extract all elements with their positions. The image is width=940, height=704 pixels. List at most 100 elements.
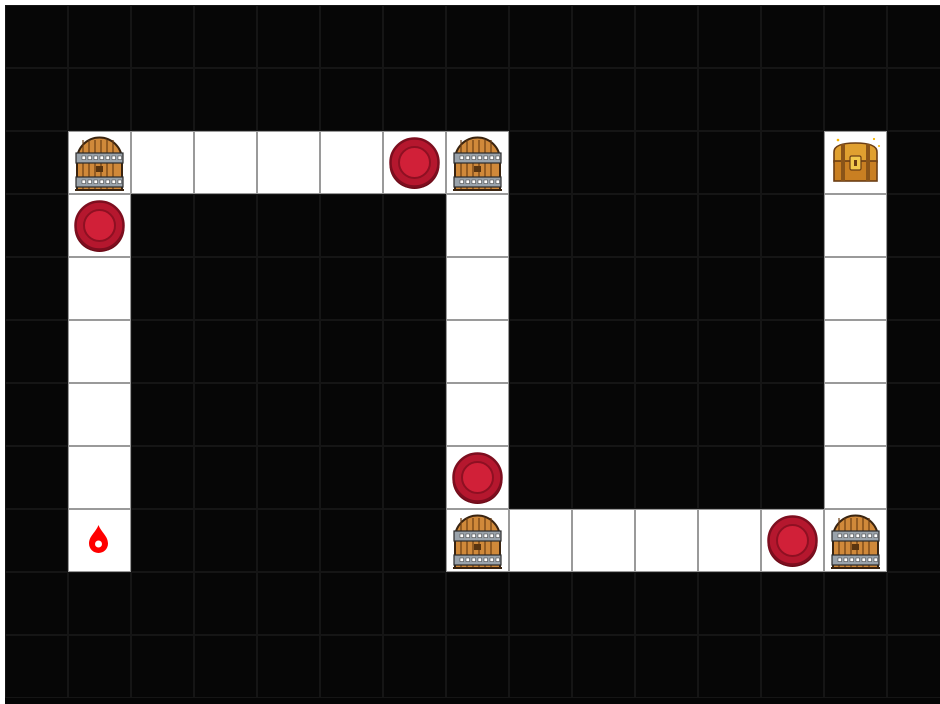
path-tile[interactable] — [824, 257, 887, 320]
path-tile[interactable] — [824, 383, 887, 446]
path-tile[interactable] — [446, 131, 509, 194]
wall-tile — [383, 194, 446, 257]
wall-tile — [635, 572, 698, 635]
wall-tile — [509, 635, 572, 698]
wall-tile — [446, 68, 509, 131]
wall-tile — [761, 131, 824, 194]
wall-tile — [698, 68, 761, 131]
red-token-icon — [447, 447, 508, 508]
path-tile[interactable] — [572, 509, 635, 572]
door-icon — [447, 132, 508, 193]
path-tile[interactable] — [257, 131, 320, 194]
path-tile[interactable] — [194, 131, 257, 194]
wall-tile — [257, 194, 320, 257]
wall-tile — [257, 446, 320, 509]
red-token-icon[interactable] — [69, 195, 130, 256]
path-tile[interactable] — [446, 383, 509, 446]
path-tile[interactable] — [824, 509, 887, 572]
path-tile[interactable] — [68, 131, 131, 194]
wall-tile — [383, 509, 446, 572]
red-token-icon[interactable] — [384, 132, 445, 193]
wall-tile — [572, 68, 635, 131]
wall-tile — [572, 635, 635, 698]
wall-tile — [509, 131, 572, 194]
wall-tile — [887, 509, 940, 572]
path-tile[interactable] — [761, 509, 824, 572]
wall-tile — [383, 68, 446, 131]
game-board — [5, 5, 940, 704]
door-icon[interactable] — [69, 132, 130, 193]
treasure-chest-icon[interactable] — [825, 132, 886, 193]
door-icon — [69, 132, 130, 193]
wall-tile — [194, 509, 257, 572]
wall-tile — [194, 572, 257, 635]
path-tile[interactable] — [383, 131, 446, 194]
wall-tile — [635, 68, 698, 131]
location-marker-icon[interactable] — [69, 510, 130, 571]
wall-tile — [257, 320, 320, 383]
wall-tile — [761, 572, 824, 635]
wall-tile — [194, 68, 257, 131]
wall-tile — [509, 257, 572, 320]
wall-tile — [698, 320, 761, 383]
wall-tile — [824, 5, 887, 68]
path-tile[interactable] — [824, 320, 887, 383]
wall-tile — [383, 446, 446, 509]
wall-tile — [572, 572, 635, 635]
path-tile[interactable] — [446, 257, 509, 320]
path-tile[interactable] — [446, 446, 509, 509]
path-tile[interactable] — [446, 194, 509, 257]
wall-tile — [572, 257, 635, 320]
path-tile[interactable] — [68, 383, 131, 446]
wall-tile — [257, 68, 320, 131]
wall-tile — [635, 635, 698, 698]
path-tile[interactable] — [509, 509, 572, 572]
path-tile[interactable] — [320, 131, 383, 194]
wall-tile — [572, 5, 635, 68]
path-tile[interactable] — [68, 194, 131, 257]
path-tile[interactable] — [824, 194, 887, 257]
door-icon[interactable] — [447, 132, 508, 193]
path-tile[interactable] — [68, 257, 131, 320]
wall-tile — [509, 320, 572, 383]
path-tile[interactable] — [824, 131, 887, 194]
wall-tile — [131, 320, 194, 383]
path-tile[interactable] — [131, 131, 194, 194]
wall-tile — [131, 257, 194, 320]
path-tile[interactable] — [698, 509, 761, 572]
wall-tile — [5, 131, 68, 194]
path-tile[interactable] — [68, 509, 131, 572]
wall-tile — [5, 446, 68, 509]
wall-tile — [383, 257, 446, 320]
path-tile[interactable] — [68, 320, 131, 383]
wall-tile — [257, 383, 320, 446]
wall-tile — [509, 68, 572, 131]
wall-tile — [761, 320, 824, 383]
wall-tile — [5, 320, 68, 383]
red-token-icon[interactable] — [762, 510, 823, 571]
wall-tile — [131, 572, 194, 635]
wall-tile — [761, 194, 824, 257]
wall-tile — [194, 320, 257, 383]
wall-tile — [572, 383, 635, 446]
wall-tile — [509, 194, 572, 257]
wall-tile — [698, 131, 761, 194]
wall-tile — [887, 257, 940, 320]
red-token-icon — [762, 510, 823, 571]
red-token-icon[interactable] — [447, 447, 508, 508]
path-tile[interactable] — [824, 446, 887, 509]
door-icon[interactable] — [447, 510, 508, 571]
path-tile[interactable] — [446, 509, 509, 572]
path-tile[interactable] — [635, 509, 698, 572]
wall-tile — [131, 68, 194, 131]
wall-tile — [194, 257, 257, 320]
wall-tile — [257, 572, 320, 635]
path-tile[interactable] — [68, 446, 131, 509]
wall-tile — [320, 257, 383, 320]
wall-tile — [257, 509, 320, 572]
wall-tile — [383, 5, 446, 68]
wall-tile — [320, 635, 383, 698]
wall-tile — [509, 5, 572, 68]
path-tile[interactable] — [446, 320, 509, 383]
door-icon[interactable] — [825, 510, 886, 571]
